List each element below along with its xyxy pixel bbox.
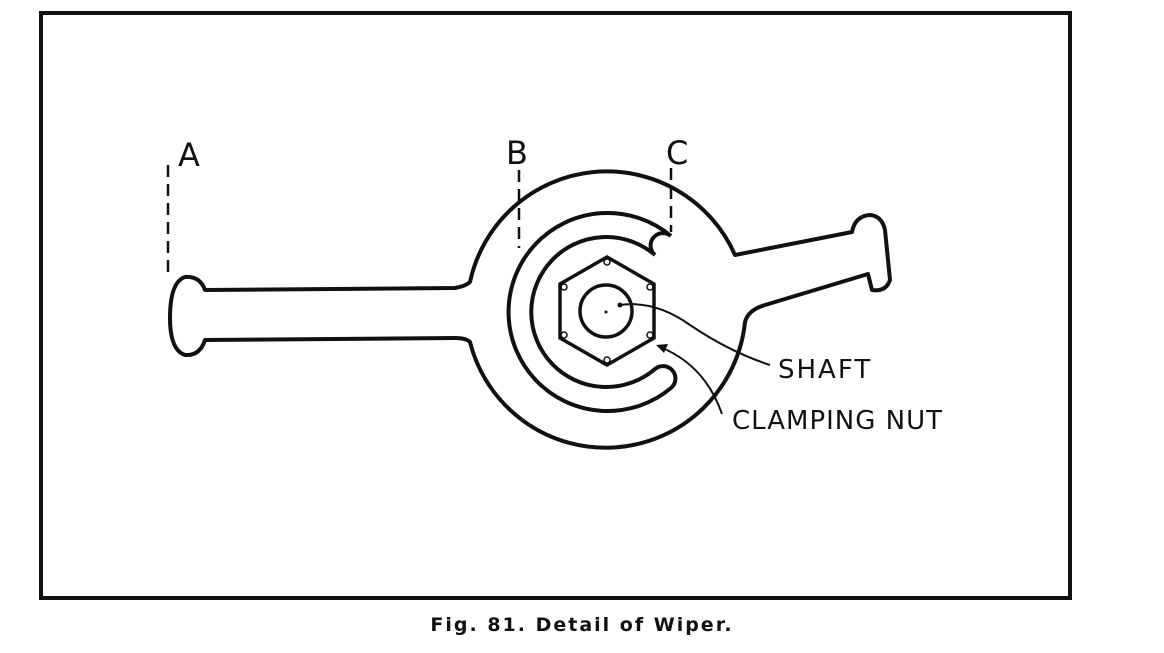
figure-frame	[39, 11, 1072, 600]
shaft-center	[604, 310, 608, 314]
shaft	[578, 283, 634, 339]
label-b: B	[506, 134, 528, 172]
wiper-outline	[168, 169, 892, 450]
label-c: C	[666, 134, 688, 172]
clamping-nut-leader	[659, 346, 723, 415]
clamping-nut	[558, 254, 656, 368]
section-lines	[166, 165, 673, 276]
label-clamping-nut: CLAMPING NUT	[732, 406, 943, 436]
figure-caption: Fig. 81. Detail of Wiper.	[430, 614, 734, 636]
shaft-leader	[619, 303, 771, 366]
label-a: A	[178, 136, 200, 174]
curved-slot	[506, 211, 678, 413]
label-shaft: SHAFT	[778, 355, 872, 385]
arrow-icon	[656, 344, 668, 353]
